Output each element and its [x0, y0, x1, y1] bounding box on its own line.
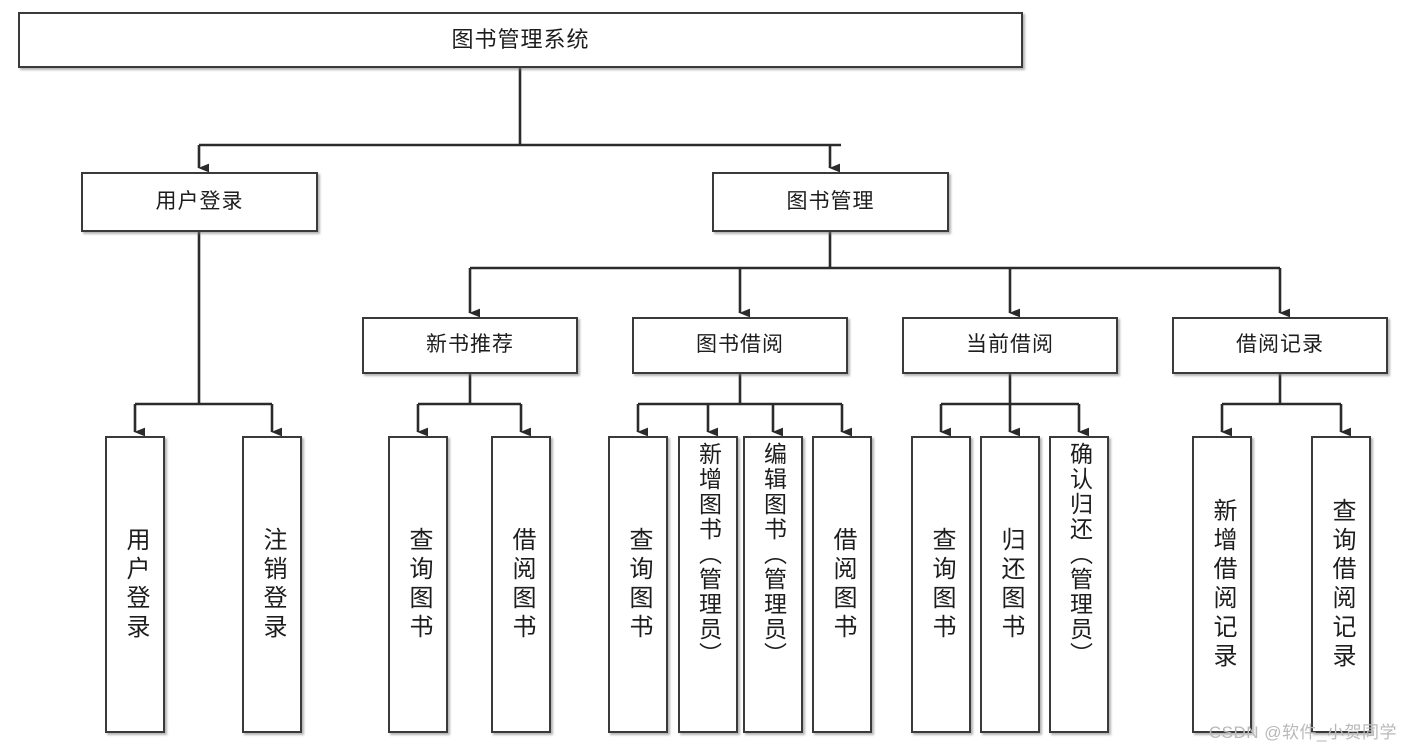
node-label: 新书推荐: [426, 333, 514, 357]
leaf-add-book-admin[interactable]: 新增图书（管理员）: [678, 436, 738, 733]
node-label: 查询借阅记录: [1328, 497, 1355, 672]
node-label: 查询图书: [928, 526, 955, 643]
node-label: 归还图书: [997, 526, 1024, 643]
leaf-user-login[interactable]: 用户登录: [105, 436, 165, 733]
node-label: 查询图书: [405, 526, 432, 643]
node-label: 查询图书: [625, 526, 652, 643]
node-user-login[interactable]: 用户登录: [81, 172, 318, 232]
leaf-query-book-recommend[interactable]: 查询图书: [388, 436, 448, 733]
leaf-borrow-book[interactable]: 借阅图书: [812, 436, 872, 733]
node-new-book-recommend[interactable]: 新书推荐: [362, 317, 578, 374]
node-root-system[interactable]: 图书管理系统: [18, 12, 1023, 68]
leaf-query-borrow-record[interactable]: 查询借阅记录: [1311, 436, 1371, 733]
node-label: 借阅图书: [508, 526, 535, 643]
node-label: 图书管理系统: [451, 27, 590, 53]
node-label: 注销登录: [259, 526, 286, 643]
leaf-borrow-book-recommend[interactable]: 借阅图书: [491, 436, 551, 733]
root-connectors: [197, 68, 841, 173]
node-label: 借阅图书: [829, 526, 856, 643]
node-label: 用户登录: [155, 189, 244, 213]
user-login-connectors: [133, 232, 283, 437]
node-label: 当前借阅: [966, 333, 1054, 357]
new-book-connectors: [416, 374, 532, 437]
node-current-borrow[interactable]: 当前借阅: [902, 317, 1118, 374]
leaf-confirm-return-admin[interactable]: 确认归还（管理员）: [1049, 436, 1109, 733]
current-borrow-connectors: [939, 374, 1090, 437]
node-label: 新增借阅记录: [1209, 497, 1236, 672]
leaf-edit-book-admin[interactable]: 编辑图书（管理员）: [743, 436, 803, 733]
leaf-query-book-borrow[interactable]: 查询图书: [608, 436, 668, 733]
node-label: 借阅记录: [1236, 333, 1324, 357]
leaf-add-borrow-record[interactable]: 新增借阅记录: [1192, 436, 1252, 733]
node-label: 图书借阅: [696, 333, 784, 357]
node-label: 编辑图书（管理员）: [760, 442, 787, 667]
node-book-borrow[interactable]: 图书借阅: [632, 317, 848, 374]
node-borrow-record[interactable]: 借阅记录: [1172, 317, 1388, 374]
leaf-logout[interactable]: 注销登录: [242, 436, 302, 733]
node-label: 新增图书（管理员）: [695, 442, 722, 667]
leaf-query-book-current[interactable]: 查询图书: [911, 436, 971, 733]
node-label: 图书管理: [786, 189, 875, 213]
book-management-connectors: [468, 232, 1291, 318]
leaf-return-book[interactable]: 归还图书: [980, 436, 1040, 733]
node-book-management[interactable]: 图书管理: [712, 172, 949, 232]
book-borrow-connectors: [636, 374, 853, 437]
node-label: 用户登录: [122, 526, 149, 643]
node-label: 确认归还（管理员）: [1066, 442, 1093, 667]
borrow-record-connectors: [1220, 374, 1352, 437]
